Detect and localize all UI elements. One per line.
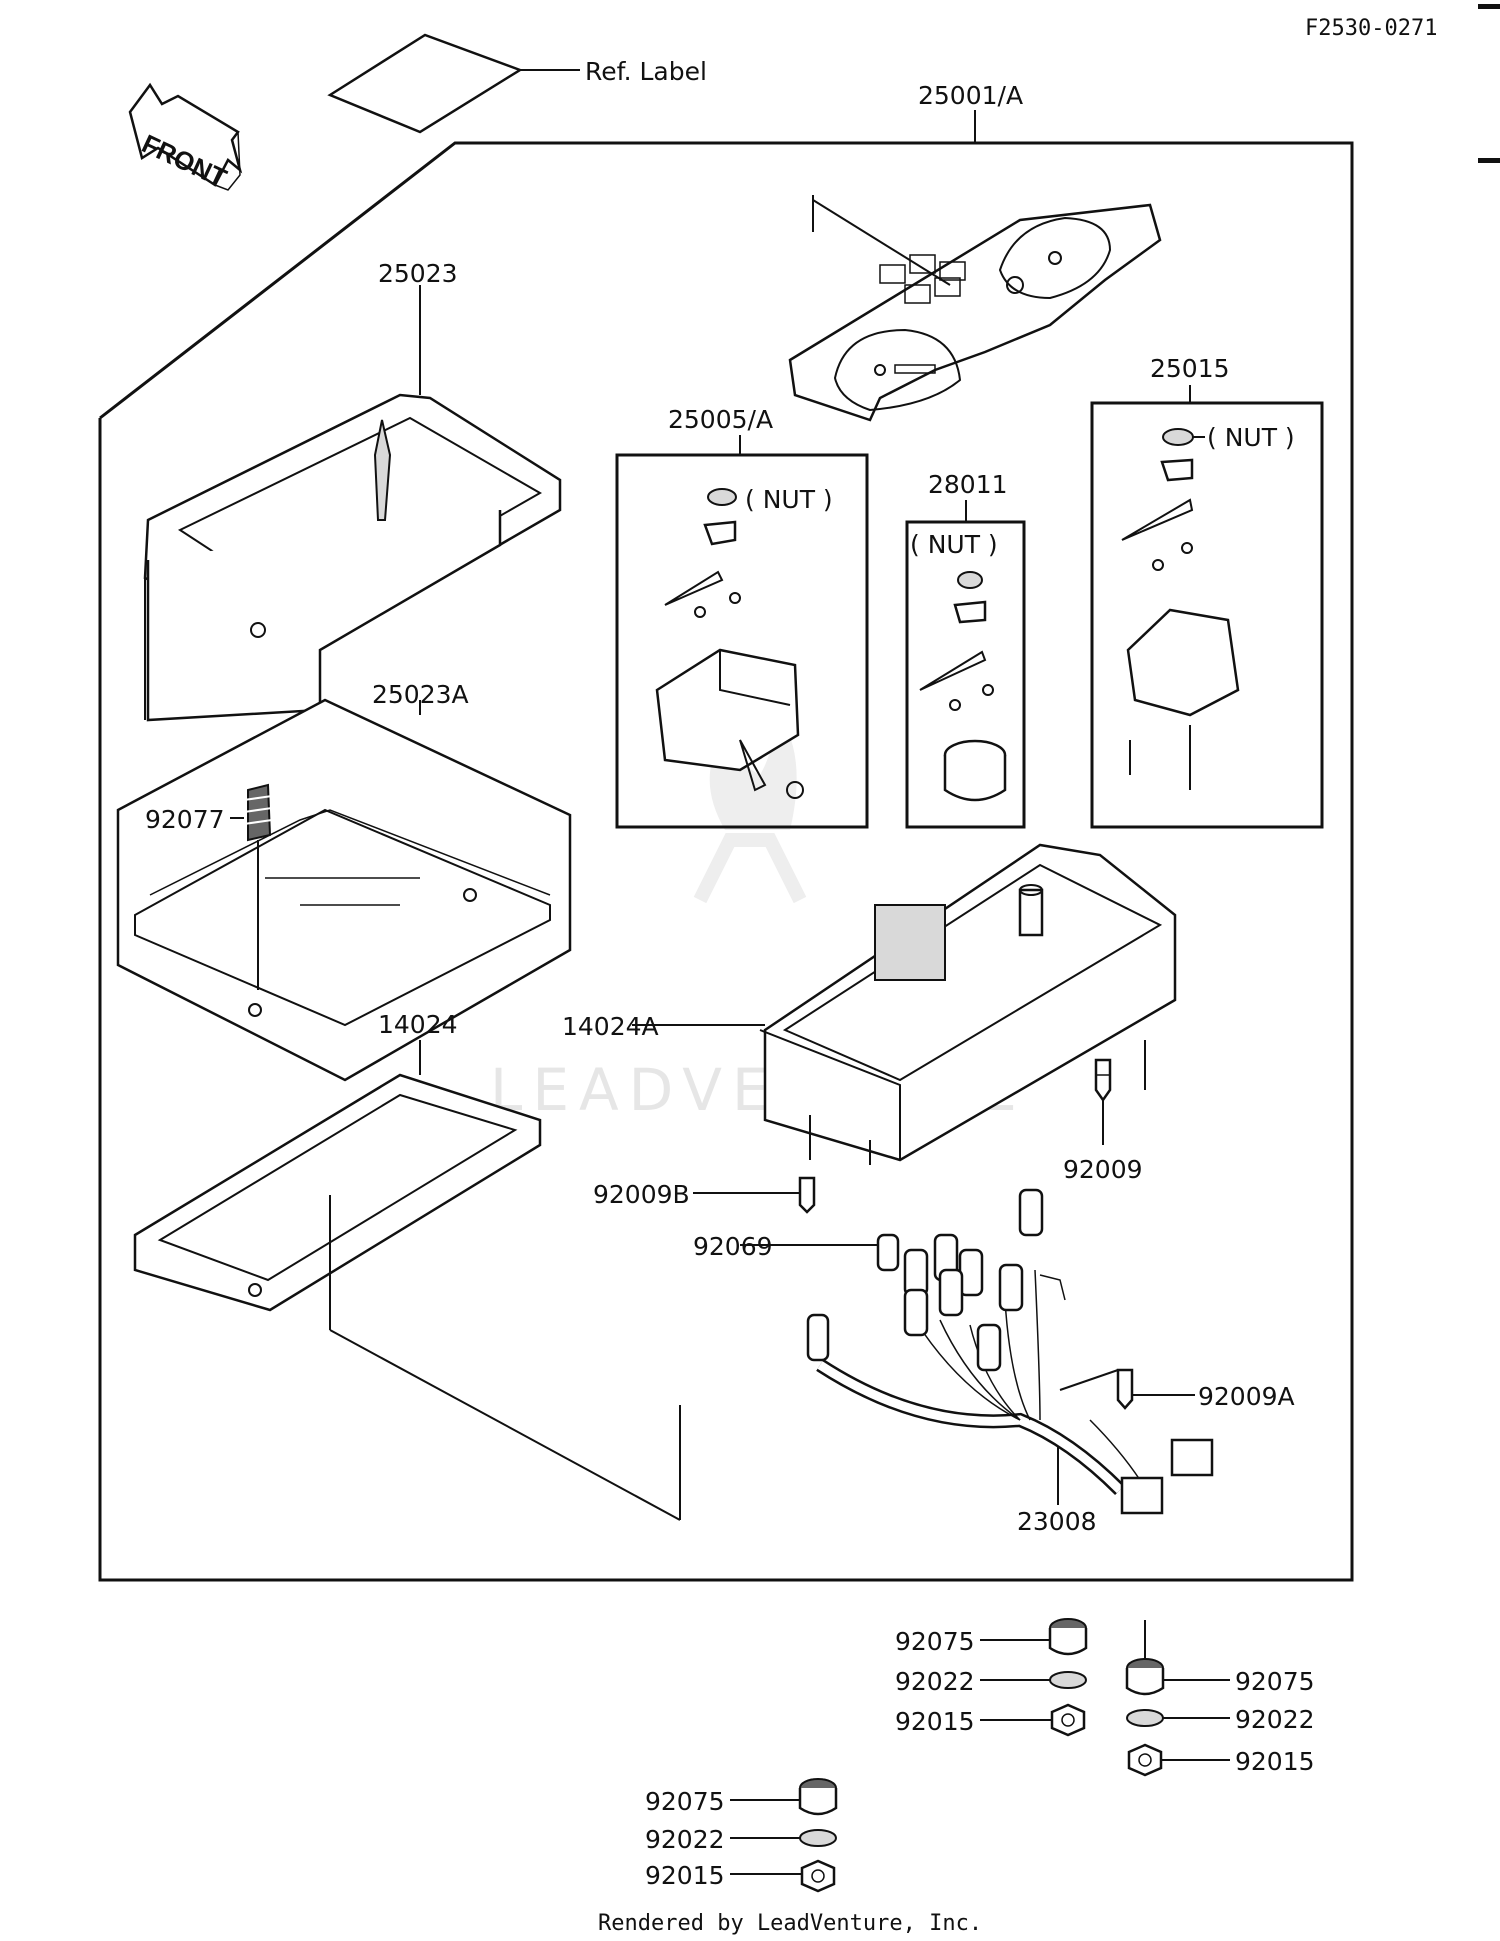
gauge-movement: [919, 571, 1007, 802]
assembly-frame: [98, 141, 1354, 1582]
label-14024A: 14024A: [562, 1012, 659, 1041]
tachometer-movement: [1121, 428, 1240, 790]
footer-credit: Rendered by LeadVenture, Inc.: [598, 1911, 982, 1936]
gasket-14024: [133, 1073, 542, 1312]
label-a-92075: 92075: [895, 1627, 975, 1656]
screw-92009: [1094, 1040, 1146, 1103]
wiring-harness: [816, 1269, 1214, 1515]
label-14024: 14024: [378, 1010, 458, 1039]
label-92077: 92077: [145, 805, 225, 834]
dial-face-plate: [788, 203, 1162, 422]
meter-cover: [143, 393, 562, 722]
label-92009B: 92009B: [593, 1180, 690, 1209]
hardware-set-a: [1048, 1618, 1088, 1737]
label-25023A: 25023A: [372, 680, 469, 709]
meter-case: [759, 843, 1177, 1165]
box-25015: [1090, 401, 1324, 829]
nut-label-25005A: ( NUT ): [745, 485, 833, 514]
bulb-sockets: [806, 1188, 1044, 1372]
box-25005A: [615, 453, 869, 829]
ref-label-text: Ref. Label: [585, 57, 707, 86]
meter-lens: [116, 698, 572, 1082]
label-b-92022: 92022: [1235, 1705, 1315, 1734]
label-25005A: 25005/A: [668, 405, 773, 434]
diagram-id: F2530-0271: [1305, 16, 1437, 41]
hardware-set-c: [798, 1778, 838, 1893]
label-25001A: 25001/A: [918, 81, 1023, 110]
label-c-92022: 92022: [645, 1825, 725, 1854]
label-c-92075: 92075: [645, 1787, 725, 1816]
label-92009: 92009: [1063, 1155, 1143, 1184]
nut-label-28011: ( NUT ): [910, 530, 998, 559]
front-arrow: FRONT: [128, 82, 243, 193]
label-23008: 23008: [1017, 1507, 1097, 1536]
spring-92077: [243, 783, 273, 842]
label-92069: 92069: [693, 1232, 773, 1261]
hardware-set-b: [1125, 1620, 1165, 1777]
label-92009A: 92009A: [1198, 1382, 1295, 1411]
label-a-92015: 92015: [895, 1707, 975, 1736]
screw-92009A: [1116, 1368, 1134, 1410]
screw-92009B: [798, 1176, 816, 1214]
label-28011: 28011: [928, 470, 1008, 499]
label-b-92075: 92075: [1235, 1667, 1315, 1696]
nut-label-25015: ( NUT ): [1207, 423, 1295, 452]
label-25023: 25023: [378, 259, 458, 288]
label-c-92015: 92015: [645, 1861, 725, 1890]
ref-label-sheet: [327, 33, 523, 134]
edge-mark-middle: [1478, 158, 1500, 163]
label-b-92015: 92015: [1235, 1747, 1315, 1776]
speedometer-movement: [655, 488, 804, 799]
label-25015: 25015: [1150, 354, 1230, 383]
label-a-92022: 92022: [895, 1667, 975, 1696]
edge-mark-top: [1478, 4, 1500, 9]
